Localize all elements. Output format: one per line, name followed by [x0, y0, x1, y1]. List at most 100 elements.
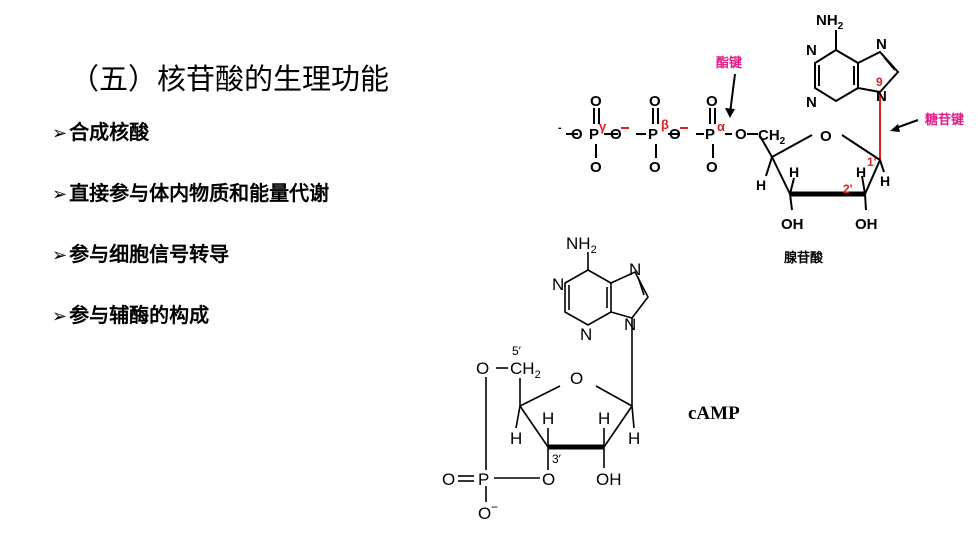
atp-pyrimidine-ring — [814, 49, 859, 103]
bullet-arrow-icon: ➢ — [52, 245, 68, 266]
atom-o: O — [590, 93, 602, 110]
camp-sugar-bond — [595, 385, 633, 407]
atp-bond — [765, 156, 773, 177]
greek-gamma: γ — [599, 119, 607, 134]
atom-o-double: O — [442, 470, 455, 489]
camp-ch2-label: CH2 — [510, 359, 541, 381]
atom-h: H — [789, 164, 799, 180]
atom-h: H — [542, 409, 554, 428]
list-item-text: 参与细胞信号转导 — [69, 242, 230, 266]
atom-o: O — [542, 470, 555, 489]
position-3: 3′ — [552, 452, 562, 466]
atp-red-labels: γ β α 9 1' 2' — [599, 75, 883, 196]
atom-p: P — [478, 470, 489, 489]
atom-n: N — [552, 275, 564, 294]
ester-arrow — [729, 73, 736, 114]
camp-bond — [515, 405, 521, 429]
list-item: ➢合成核酸 — [52, 118, 329, 179]
atp-bond — [759, 135, 773, 158]
slide-title: （五）核苷酸的生理功能 — [70, 62, 390, 96]
greek-alpha: α — [717, 119, 725, 134]
charge-minus: − — [491, 500, 498, 514]
bullet-arrow-icon: ➢ — [52, 184, 68, 205]
atom-o: O — [649, 159, 661, 176]
atom-n: N — [806, 42, 817, 59]
atom-h: H — [880, 173, 890, 189]
camp-atom-labels: NH2 N N N N 5′ O CH2 O H H H H 3′ O P O … — [442, 234, 641, 523]
list-item-text: 合成核酸 — [69, 120, 150, 144]
atom-o: O — [735, 126, 747, 143]
atom-o: O — [649, 93, 661, 110]
hydroxyl: OH — [781, 216, 804, 233]
ester-arrow-head — [725, 108, 735, 118]
atom-n9: N — [876, 88, 887, 105]
ester-bond-label: 酯键 — [716, 55, 742, 70]
atom-o-link: O — [476, 359, 489, 378]
greek-beta: β — [661, 117, 669, 132]
atp-sugar-bond — [771, 134, 813, 158]
atom-o: O — [590, 159, 602, 176]
camp-imidazole-ring — [610, 270, 649, 319]
list-item-text: 直接参与体内物质和能量代谢 — [69, 181, 330, 205]
atp-bond — [864, 193, 867, 211]
camp-double-bond — [637, 276, 645, 296]
list-item: ➢参与辅酶的构成 — [52, 301, 329, 362]
camp-bond — [631, 405, 635, 429]
atp-structure: NH2 — [566, 12, 919, 211]
atp-sugar-bond — [864, 159, 881, 195]
camp-structure — [458, 252, 649, 502]
atp-sugar-bond — [771, 156, 791, 195]
atp-bond — [861, 175, 866, 195]
atp-bond — [789, 177, 795, 195]
atp-bond — [789, 193, 793, 211]
list-item: ➢直接参与体内物质和能量代谢 — [52, 179, 329, 240]
atp-nh2-label: NH2 — [816, 12, 844, 32]
atp-imidazole-ring — [857, 50, 900, 94]
ring-oxygen: O — [820, 128, 832, 145]
camp-pyrimidine-ring — [564, 269, 612, 326]
position-5: 5′ — [512, 344, 522, 358]
position-1: 1' — [867, 155, 877, 169]
camp-sugar-bond — [519, 405, 549, 448]
atp-caption: 腺苷酸 — [784, 250, 824, 265]
atom-n: N — [624, 315, 636, 334]
atom-p: P — [705, 126, 715, 143]
atp-sugar-bond — [841, 134, 881, 161]
camp-label: cAMP — [688, 403, 740, 424]
bullet-arrow-icon: ➢ — [52, 306, 68, 327]
position-2: 2' — [843, 182, 853, 196]
list-item: ➢参与细胞信号转导 — [52, 240, 329, 301]
charge-minus: - — [558, 122, 562, 134]
atp-bond — [879, 159, 885, 173]
atom-o: O — [571, 126, 583, 143]
camp-sugar-bond — [519, 385, 561, 407]
position-9: 9 — [876, 75, 883, 89]
atom-h: H — [510, 429, 522, 448]
list-item-text: 参与辅酶的构成 — [69, 303, 210, 327]
atom-o: O — [669, 126, 681, 143]
atom-o: O — [610, 126, 622, 143]
atom-p: P — [648, 126, 658, 143]
atom-p: P — [589, 126, 599, 143]
atom-n: N — [806, 94, 817, 111]
atom-o: O — [706, 159, 718, 176]
ring-oxygen: O — [570, 369, 583, 388]
atom-o-minus: O — [478, 504, 491, 523]
atp-ch2-label: CH2 — [758, 127, 786, 147]
bullet-arrow-icon: ➢ — [52, 123, 68, 144]
glycosidic-arrow-head — [890, 124, 900, 132]
atom-h: H — [856, 164, 866, 180]
atom-n: N — [876, 36, 887, 53]
atom-n: N — [629, 260, 641, 279]
atom-h: H — [628, 429, 640, 448]
atp-atom-labels: N N N N O - O O O O O O O O O P P P CH2 … — [558, 36, 890, 233]
atp-double-bond — [883, 56, 896, 71]
atom-h: H — [598, 409, 610, 428]
hydroxyl: OH — [596, 470, 622, 489]
function-list: ➢合成核酸 ➢直接参与体内物质和能量代谢 ➢参与细胞信号转导 ➢参与辅酶的构成 — [52, 118, 329, 362]
camp-sugar-bond — [603, 405, 633, 448]
atom-o: O — [706, 93, 718, 110]
atom-n: N — [580, 325, 592, 344]
glycosidic-arrow — [895, 119, 919, 129]
